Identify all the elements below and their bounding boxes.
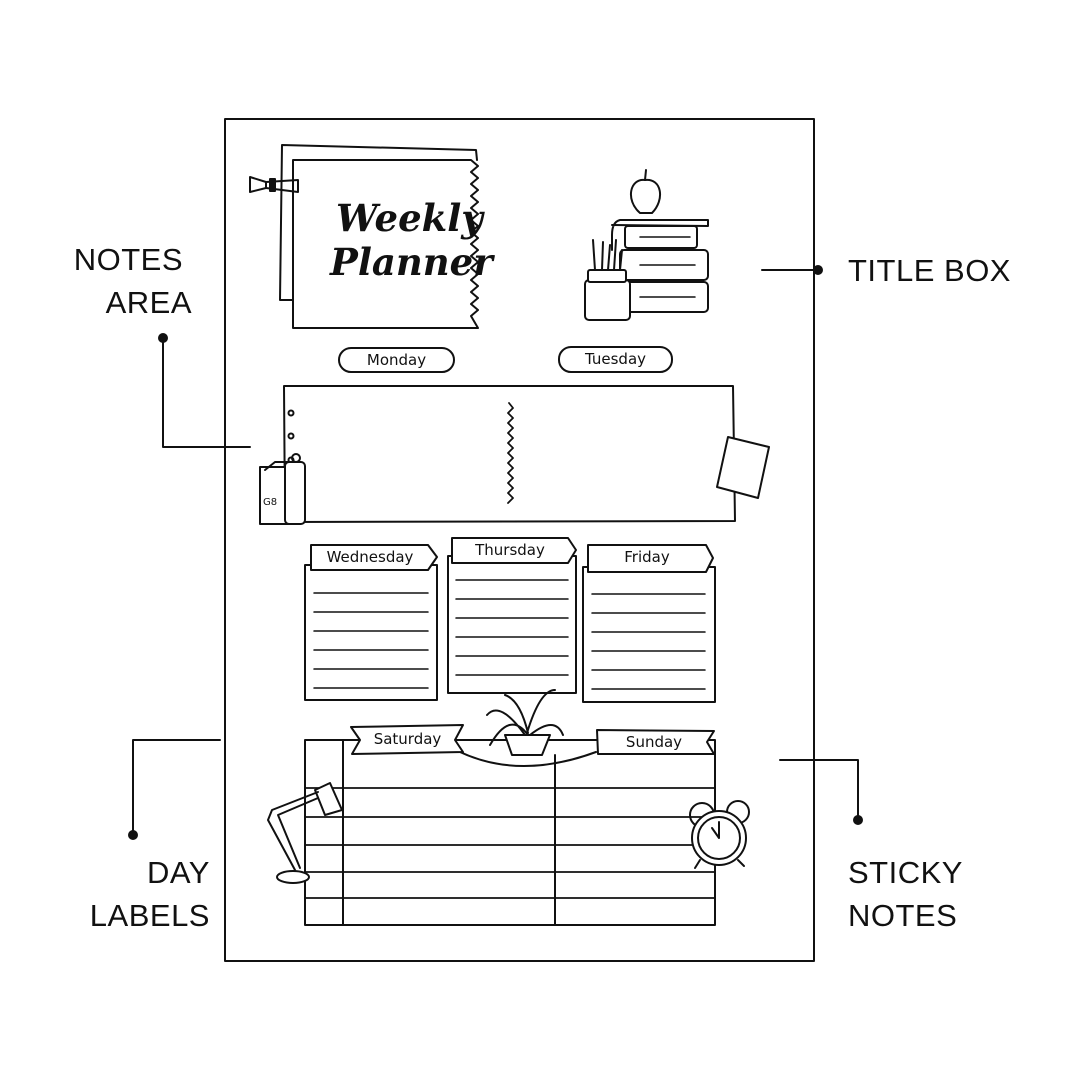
tuesday-label: Tuesday [584, 350, 647, 368]
saturday-banner [350, 724, 464, 755]
thursday-label: Thursday [475, 541, 545, 559]
wednesday-card [304, 544, 438, 701]
wednesday-label: Wednesday [326, 548, 414, 566]
alarm-clock-icon [689, 800, 750, 869]
planner-title: Weekly Planner [330, 196, 493, 284]
annotation-line: DAY [147, 855, 210, 890]
desk-lamp-icon [267, 782, 343, 884]
title-line-1: Weekly [336, 196, 483, 240]
title-box [249, 144, 479, 329]
monday-tuesday-notes-box [283, 385, 736, 523]
annotation-line: NOTES [848, 898, 958, 933]
title-line-2: Planner [330, 240, 493, 284]
monday-label: Monday [366, 351, 427, 369]
leader-lines [128, 265, 863, 840]
weekend-table [304, 739, 716, 926]
binder-clip-icon [249, 176, 299, 193]
binders-icon: G8 [259, 453, 306, 525]
annotation-line: STICKY [848, 855, 963, 890]
svg-text:G8: G8 [263, 497, 277, 508]
annotation-sticky-notes: STICKY NOTES [848, 851, 963, 937]
monday-label-pill [338, 347, 455, 373]
saturday-label: Saturday [373, 730, 442, 748]
annotation-title-box: TITLE BOX [848, 253, 1011, 288]
annotation-line: AREA [105, 285, 192, 320]
sticky-note-icon [716, 436, 770, 499]
annotation-line: LABELS [89, 898, 210, 933]
plant-icon [486, 689, 564, 756]
thursday-card [447, 537, 577, 694]
annotation-notes-area: NOTES AREA [40, 238, 192, 324]
sunday-label: Sunday [625, 733, 683, 751]
friday-card [582, 544, 716, 703]
sunday-banner [596, 729, 715, 755]
friday-label: Friday [624, 548, 670, 566]
planner-page [224, 118, 815, 962]
annotation-day-labels: DAY LABELS [40, 851, 210, 937]
tuesday-label-pill [558, 346, 673, 373]
annotation-line: NOTES [73, 242, 183, 277]
books-apple-icon [584, 169, 709, 321]
